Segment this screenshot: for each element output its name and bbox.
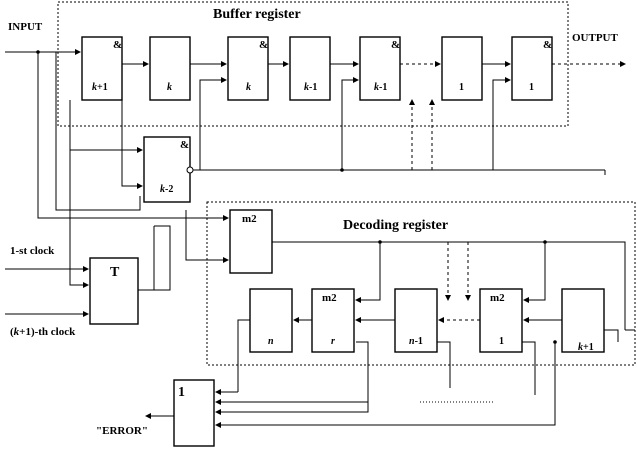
output-label: OUTPUT <box>572 32 619 44</box>
buffer-cell-k-minus1: k-1 <box>289 36 331 101</box>
buffer-cell-k: k <box>149 36 191 101</box>
buffer-cell-1: 1 <box>441 36 483 101</box>
buffer-cell-1-and: & 1 <box>511 36 553 101</box>
svg-text:n-1: n-1 <box>409 336 423 347</box>
svg-text:1: 1 <box>529 82 534 93</box>
svg-text:k+1: k+1 <box>578 342 594 353</box>
svg-text:&: & <box>543 39 552 51</box>
buffer-register-title: Buffer register <box>213 7 301 22</box>
buffer-cell-k-minus1-and: & k-1 <box>359 36 401 101</box>
or-gate: 1 <box>173 379 215 447</box>
decoding-top-m2: m2 <box>229 209 273 274</box>
buffer-register-frame <box>57 1 569 127</box>
trigger-t: T <box>89 257 139 325</box>
decoding-cell-k1: k+1 <box>561 288 605 353</box>
kplus1-clock-label: (k+1)-th clock <box>10 326 76 338</box>
svg-text:k-1: k-1 <box>304 82 317 93</box>
buffer-cell-k1: & k+1 <box>81 36 123 101</box>
svg-text:1: 1 <box>459 82 464 93</box>
error-label: "ERROR" <box>96 425 148 437</box>
svg-text:k-2: k-2 <box>160 184 173 195</box>
svg-text:T: T <box>110 265 120 280</box>
svg-text:k: k <box>246 82 251 93</box>
first-clock-label: 1-st clock <box>10 245 55 257</box>
k-2-cell: & k-2 <box>143 136 194 203</box>
svg-text:&: & <box>259 39 268 51</box>
decoding-register-frame <box>206 201 636 366</box>
svg-text:m2: m2 <box>490 292 505 304</box>
input-label: INPUT <box>8 21 43 33</box>
svg-text:k+1: k+1 <box>92 82 108 93</box>
svg-text:k-1: k-1 <box>374 82 387 93</box>
svg-text:n: n <box>268 336 274 347</box>
decoding-register-title: Decoding register <box>343 218 448 233</box>
svg-text:m2: m2 <box>242 213 257 225</box>
decoding-cell-n: n <box>249 288 293 353</box>
decoding-cell-n-1: n-1 <box>394 288 438 353</box>
svg-text:&: & <box>180 139 189 151</box>
svg-text:1: 1 <box>499 336 504 347</box>
decoding-cell-1: m2 1 <box>479 288 523 353</box>
svg-text:&: & <box>391 39 400 51</box>
svg-text:m2: m2 <box>322 292 337 304</box>
buffer-cell-k-and: & k <box>227 36 269 101</box>
svg-text:r: r <box>331 336 335 347</box>
svg-text:&: & <box>113 39 122 51</box>
decoding-cell-r: m2 r <box>311 288 355 353</box>
svg-text:k: k <box>167 82 172 93</box>
svg-text:1: 1 <box>178 385 185 400</box>
